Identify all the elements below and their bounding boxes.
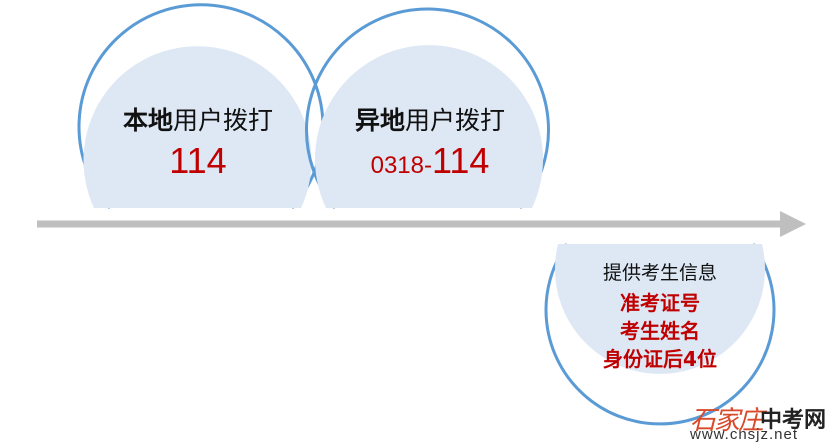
remote-area-code: 0318- xyxy=(370,152,432,179)
info-item-name: 考生姓名 xyxy=(620,319,700,343)
watermark-url: www.cnsjz.net xyxy=(690,426,799,443)
remote-dial-circle xyxy=(305,7,550,209)
watermark-logo-text: 石家庄 xyxy=(690,406,764,436)
local-dial-title: 本地用户拨打 xyxy=(122,106,274,135)
remote-number-main: 114 xyxy=(431,140,490,181)
info-circle xyxy=(544,243,776,426)
timeline-arrow-head xyxy=(780,211,806,237)
info-item-exam-id: 准考证号 xyxy=(620,291,700,315)
info-heading: 提供考生信息 xyxy=(602,262,717,284)
watermark-brand: 中考网 xyxy=(760,408,827,433)
remote-dial-number: 0318-114 xyxy=(315,140,545,182)
local-dial-number: 114 xyxy=(169,140,227,181)
remote-dial-title: 异地用户拨打 xyxy=(354,106,506,135)
info-item-id-last4: 身份证后4位 xyxy=(603,347,717,371)
